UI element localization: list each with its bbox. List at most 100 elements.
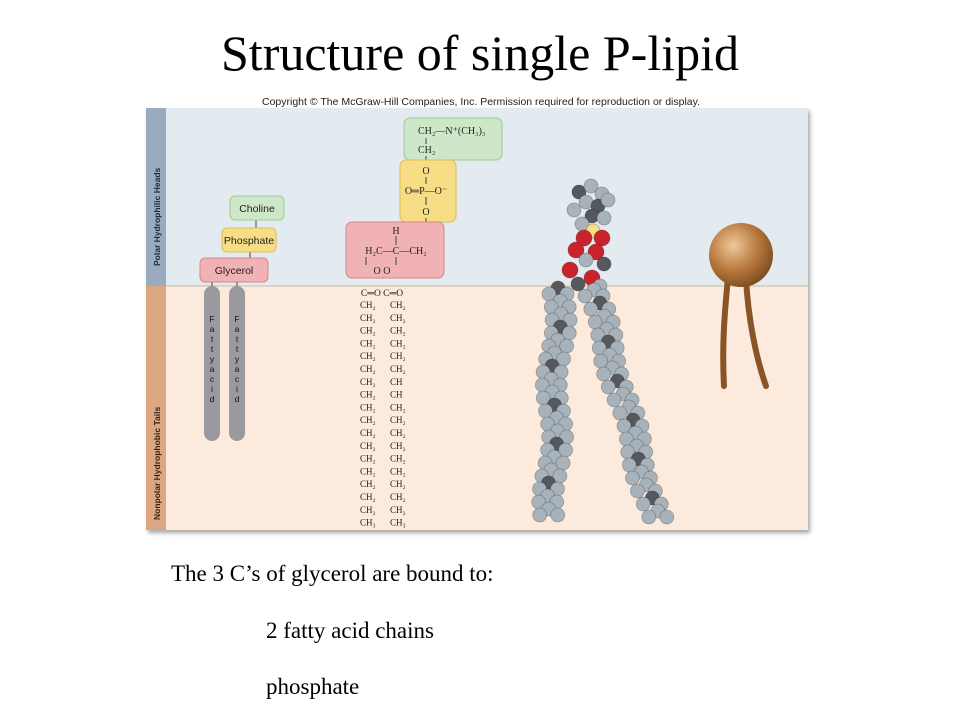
chain-group: CH₂ [390, 313, 406, 323]
fatty-acid-tail-right [229, 286, 245, 441]
chain-group: CH₂ [390, 326, 406, 336]
chain-group: CH₃ [390, 518, 406, 528]
tail-letter: d [210, 394, 215, 404]
chain-group: CH₂ [360, 390, 376, 400]
atom-sphere [593, 229, 611, 247]
tail-letter: F [209, 314, 214, 324]
tail-letter: a [235, 324, 240, 334]
chain-group: CH₂ [360, 441, 376, 451]
phosphate-label: Phosphate [224, 235, 274, 247]
atom-sphere [600, 379, 616, 395]
atom-sphere [583, 178, 599, 194]
carbonyl-line: C═O C═O [361, 289, 403, 299]
glycerol-formula-box [345, 221, 445, 279]
atom-sphere [567, 241, 585, 259]
chain-group: CH₂ [390, 351, 406, 361]
tail-letter: t [211, 334, 214, 344]
tails-side-bar [146, 286, 166, 530]
atom-sphere [532, 507, 548, 523]
tail-letter: d [235, 394, 240, 404]
choline-formula-box [403, 117, 503, 161]
phosphate-formula-line: O═P—O⁻ [405, 186, 447, 197]
choline-formula-line1: CH₂—N⁺(CH₃)₃ [418, 126, 485, 137]
chain-group: CH₂ [360, 364, 376, 374]
symbol-tail-left [720, 275, 731, 389]
choline-label: Choline [239, 203, 275, 215]
chain-group: CH₂ [360, 377, 376, 387]
atom-sphere [587, 243, 605, 261]
chain-group: CH₂ [390, 300, 406, 310]
tail-letter: t [236, 344, 239, 354]
chain-group: CH₂ [360, 428, 376, 438]
tail-letter: y [210, 354, 215, 364]
panel-b-structural-formula: CH₂—N⁺(CH₃)₃ CH₂ O O═P—O⁻ O H H₂C—C—CH₂ … [345, 117, 503, 528]
tail-letter: a [210, 324, 215, 334]
atom-sphere [583, 301, 599, 317]
atom-sphere [578, 252, 594, 268]
chain-group: CH₂ [390, 441, 406, 451]
glycerol-h: H [392, 226, 399, 237]
tail-letter: a [210, 364, 215, 374]
caption-line-3: phosphate [266, 674, 360, 699]
chain-group: CH [390, 390, 403, 400]
chain-group: CH₂ [360, 326, 376, 336]
chain-group: CH₂ [360, 338, 376, 348]
chain-group: CH₂ [360, 313, 376, 323]
chain-group: CH₂ [390, 415, 406, 425]
chain-group: CH [390, 377, 403, 387]
symbol-tail-right [743, 275, 769, 389]
panel-a-schematic: Choline Phosphate Glycerol FattyacidFatt… [199, 195, 285, 441]
atom-sphere [566, 202, 582, 218]
copyright-notice: Copyright © The McGraw-Hill Companies, I… [262, 96, 701, 108]
glycerol-box [199, 257, 269, 283]
chain-group: CH₂ [360, 300, 376, 310]
glycerol-formula-line: H₂C—C—CH₂ [365, 246, 426, 257]
tail-letter: F [234, 314, 239, 324]
chain-group: CH₃ [360, 518, 376, 528]
atom-sphere [596, 366, 612, 382]
atom-sphere [641, 509, 657, 525]
glycerol-label: Glycerol [215, 265, 254, 277]
page-title: Structure of single P-lipid [221, 25, 739, 81]
atom-sphere [635, 496, 651, 512]
atom-sphere [555, 455, 571, 471]
atom-sphere [559, 338, 575, 354]
atom-sphere [570, 276, 586, 292]
atom-sphere [612, 405, 628, 421]
heads-side-bar [146, 108, 166, 286]
chain-group: CH₂ [390, 338, 406, 348]
chain-group: CH₂ [390, 364, 406, 374]
chain-group: CH₂ [390, 505, 406, 515]
chain-group: CH₂ [360, 415, 376, 425]
phosphate-box [221, 227, 277, 253]
panel-c-space-filling-model [531, 178, 675, 525]
atom-sphere [550, 507, 566, 523]
atom-sphere [621, 457, 637, 473]
tail-letter: t [236, 334, 239, 344]
atom-sphere [561, 261, 579, 279]
atom-sphere [659, 509, 675, 525]
chain-group: CH₂ [360, 454, 376, 464]
chain-group: CH₂ [390, 454, 406, 464]
fatty-acid-tail-left [204, 286, 220, 441]
choline-formula-line2: CH₂ [418, 145, 435, 156]
atom-sphere [606, 392, 622, 408]
atom-sphere [629, 483, 645, 499]
chain-group: CH₂ [360, 505, 376, 515]
glycerol-oxygens: O O [374, 266, 391, 277]
chain-group: CH₂ [390, 492, 406, 502]
atom-sphere [577, 288, 593, 304]
atom-sphere [596, 256, 612, 272]
chain-group: CH₂ [360, 492, 376, 502]
choline-box [229, 195, 285, 221]
caption-line-2: 2 fatty acid chains [266, 618, 434, 643]
chain-group: CH₂ [360, 479, 376, 489]
tail-letter: i [211, 384, 213, 394]
panel-d-phospholipid-symbol [709, 223, 773, 389]
phosphate-o-top: O [422, 166, 429, 177]
atom-sphere [575, 229, 593, 247]
tail-letter: y [235, 354, 240, 364]
atom-sphere [571, 184, 587, 200]
symbol-polar-head [709, 223, 773, 287]
tails-side-label: Nonpolar Hydrophobic Tails [152, 407, 162, 520]
